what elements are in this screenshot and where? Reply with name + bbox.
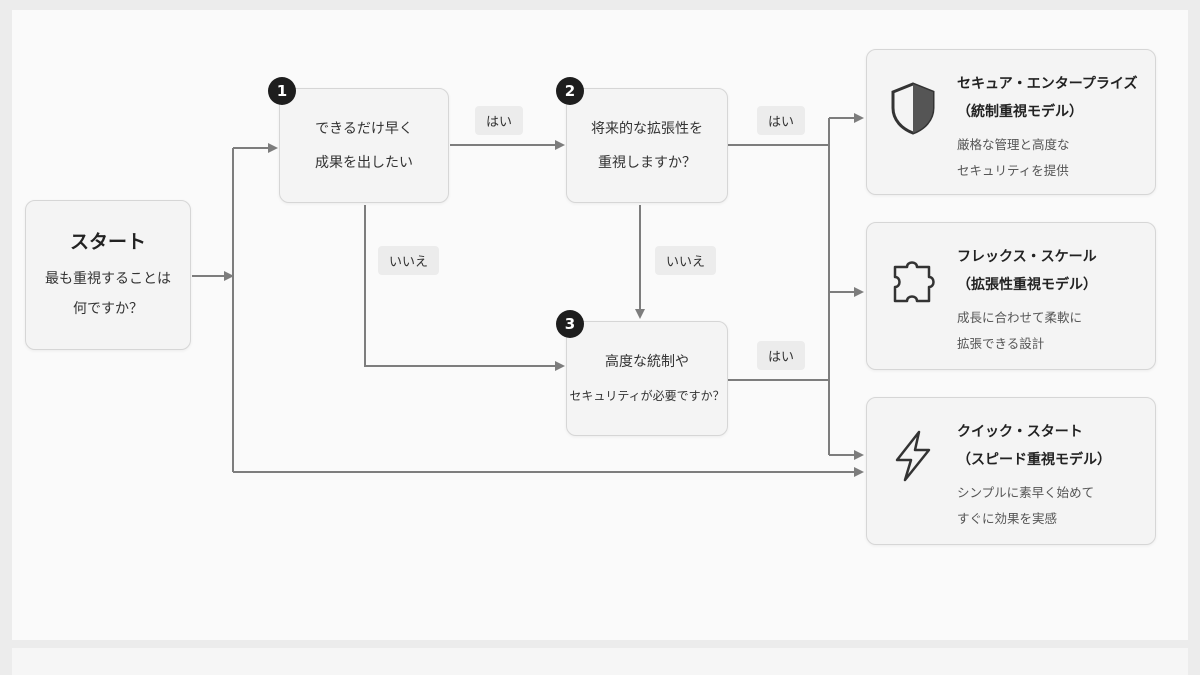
lightning-icon — [887, 428, 939, 484]
result-3-description: シンプルに素早く始めて すぐに効果を実感 — [957, 480, 1094, 532]
result-3-title-line1: クイック・スタート — [957, 424, 1083, 440]
result-1-desc-line1: 厳格な管理と高度な — [957, 137, 1070, 152]
result-3-desc-line1: シンプルに素早く始めて — [957, 485, 1095, 500]
result-2-title: フレックス・スケール （拡張性重視モデル） — [957, 243, 1097, 299]
bottom-band — [12, 648, 1188, 675]
result-3-desc-line2: すぐに効果を実感 — [957, 511, 1058, 526]
result-1-title-line1: セキュア・エンタープライズ — [957, 76, 1138, 92]
shield-icon — [887, 80, 939, 136]
question-3-line1: 高度な統制や — [605, 353, 689, 370]
step-badge-3: 3 — [556, 310, 584, 338]
start-question-line2: 何ですか？ — [73, 300, 143, 317]
edge-label-yes-q2: はい — [757, 106, 806, 135]
question-2-line2: 重視しますか？ — [598, 154, 696, 171]
step-badge-2: 2 — [556, 77, 584, 105]
puzzle-icon — [887, 253, 939, 309]
edge-label-yes-q1-q2: はい — [475, 106, 524, 135]
question-2-line1: 将来的な拡張性を — [591, 120, 703, 137]
question-node-3: 高度な統制や セキュリティが必要ですか？ — [566, 321, 728, 436]
start-question-line1: 最も重視することは — [45, 270, 171, 287]
edge-label-yes-q3: はい — [757, 341, 806, 370]
result-1-description: 厳格な管理と高度な セキュリティを提供 — [957, 132, 1070, 184]
question-1-line2: 成果を出したい — [315, 154, 413, 171]
result-card-secure-enterprise: セキュア・エンタープライズ （統制重視モデル） 厳格な管理と高度な セキュリティ… — [866, 49, 1156, 195]
question-node-1: できるだけ早く 成果を出したい — [279, 88, 449, 203]
step-badge-1: 1 — [268, 77, 296, 105]
result-2-desc-line1: 成長に合わせて柔軟に — [957, 310, 1083, 325]
result-3-title-line2: （スピード重視モデル） — [957, 452, 1111, 468]
result-2-description: 成長に合わせて柔軟に 拡張できる設計 — [957, 305, 1082, 357]
start-node: スタート 最も重視することは 何ですか？ — [25, 200, 191, 350]
edge-label-no-q2-q3: いいえ — [655, 246, 717, 275]
question-3-line2: セキュリティが必要ですか？ — [569, 388, 725, 403]
result-1-desc-line2: セキュリティを提供 — [957, 163, 1069, 178]
result-3-title: クイック・スタート （スピード重視モデル） — [957, 418, 1111, 474]
question-node-2: 将来的な拡張性を 重視しますか？ — [566, 88, 728, 203]
result-card-flex-scale: フレックス・スケール （拡張性重視モデル） 成長に合わせて柔軟に 拡張できる設計 — [866, 222, 1156, 370]
result-1-title-line2: （統制重視モデル） — [957, 104, 1083, 120]
question-1-line1: できるだけ早く — [315, 120, 413, 137]
result-card-quick-start: クイック・スタート （スピード重視モデル） シンプルに素早く始めて すぐに効果を… — [866, 397, 1156, 545]
result-2-desc-line2: 拡張できる設計 — [957, 336, 1045, 351]
edge-label-no-q1-q3: いいえ — [378, 246, 440, 275]
arrow-q1-to-q3 — [364, 205, 565, 371]
result-2-title-line1: フレックス・スケール — [957, 249, 1097, 265]
start-title: スタート — [69, 230, 146, 253]
result-2-title-line2: （拡張性重視モデル） — [957, 277, 1097, 293]
result-1-title: セキュア・エンタープライズ （統制重視モデル） — [957, 70, 1137, 126]
